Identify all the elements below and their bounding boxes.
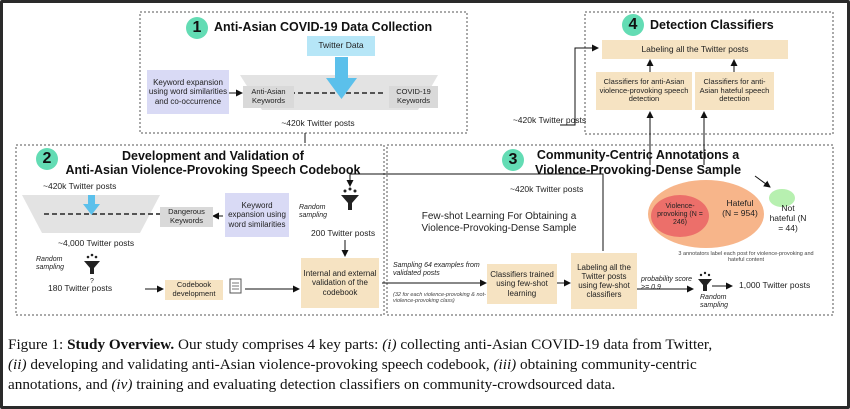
- caption-text-a: Our study comprises 4 key parts:: [174, 336, 383, 353]
- violence-classifier-box: Classifiers for anti-Asian violence-prov…: [596, 72, 692, 110]
- keyword-expansion-box-1: Keyword expansion using word similaritie…: [147, 70, 229, 114]
- sampling-64-label: Sampling 64 examples from validated post…: [393, 262, 480, 278]
- codebook-validation-box: Internal and external validation of the …: [301, 258, 379, 308]
- covid-keywords-box: COVID-19 Keywords: [389, 86, 438, 108]
- violence-circle: [651, 195, 709, 237]
- document-icon: [229, 278, 242, 294]
- panel3-posts-420k: ~420k Twitter posts: [510, 184, 584, 194]
- panel1-title: Anti-Asian COVID-19 Data Collection: [214, 20, 433, 34]
- panel3-posts-1000: 1,000 Twitter posts: [739, 280, 811, 290]
- violence-provoking-label: Violence-provoking (N = 246): [657, 203, 703, 227]
- panel2-number-badge: 2: [36, 148, 58, 170]
- hateful-label: Hateful (N = 954): [722, 198, 758, 218]
- panel4-title: Detection Classifiers: [650, 18, 774, 32]
- blue-arrow-shaft-1: [335, 57, 348, 79]
- caption-i1: (i): [382, 336, 397, 353]
- labeling-all-posts-box: Labeling all the Twitter posts using few…: [571, 253, 637, 309]
- annotators-note: 3 annotators label each post for violenc…: [678, 251, 814, 264]
- panel3-random-sampling: Random sampling: [700, 294, 729, 310]
- not-hateful-label: Not hateful (N = 44): [769, 203, 807, 233]
- caption-text-d: obtaining community-centric: [516, 356, 697, 373]
- panel1-number-badge: 1: [186, 17, 208, 39]
- panel4-number-badge: 4: [622, 14, 644, 36]
- not-hateful-circle: [769, 189, 795, 207]
- caption-i4: (iv): [111, 376, 133, 393]
- figure-caption: Figure 1: Study Overview. Our study comp…: [8, 335, 846, 395]
- panel1-posts-count: ~420k Twitter posts: [281, 118, 355, 128]
- codebook-development-box: Codebook development: [165, 280, 223, 300]
- panel2-posts-200: 200 Twitter posts: [311, 228, 376, 238]
- panel4-border: [584, 11, 834, 135]
- sampling-note: (32 for each violence-provoking & not-vi…: [393, 292, 486, 305]
- panel3-title-line2: Violence-Provoking-Dense Sample: [534, 163, 742, 177]
- panel2-question-mark: ?: [90, 278, 94, 285]
- caption-i2: (ii): [8, 356, 27, 373]
- caption-bold: Study Overview.: [67, 336, 175, 353]
- panel2-posts-420k: ~420k Twitter posts: [43, 181, 117, 191]
- hateful-classifier-box: Classifiers for anti-Asian hateful speec…: [695, 72, 774, 110]
- caption-text-f: training and evaluating detection classi…: [132, 376, 616, 393]
- panel4-posts-420k: ~420k Twitter posts: [512, 115, 587, 125]
- panel2-posts-180: 180 Twitter posts: [48, 283, 113, 293]
- caption-label: Figure 1:: [8, 336, 64, 353]
- keyword-expansion-box-2: Keyword expansion using word similaritie…: [225, 193, 289, 237]
- panel2-random-sampling-2: Random sampling: [36, 256, 65, 272]
- caption-text-e: annotations, and: [8, 376, 112, 393]
- few-shot-classifiers-box: Classifiers trained using few-shot learn…: [487, 264, 557, 304]
- twitter-data-box: Twitter Data: [307, 36, 375, 56]
- panel2-posts-4000: ~4,000 Twitter posts: [58, 238, 135, 248]
- probability-label: probability score >= 0.9: [641, 276, 692, 292]
- labeling-all-twitter-box: Labeling all the Twitter posts: [602, 40, 788, 59]
- blue-arrow-head-1: [326, 78, 357, 99]
- panel2-random-sampling-1: Random sampling: [299, 204, 328, 220]
- dangerous-keywords-box: Dangerous Keywords: [160, 207, 213, 227]
- panel3-number-badge: 3: [502, 149, 524, 171]
- caption-text-b: collecting anti-Asian COVID-19 data from…: [396, 336, 713, 353]
- filter-icon-2: [84, 253, 100, 274]
- filter-icon-3: [698, 271, 712, 291]
- anti-asian-keywords-box: Anti-Asian Keywords: [243, 86, 294, 108]
- caption-i3: (iii): [493, 356, 517, 373]
- panel3-title-line1: Community-Centric Annotations a: [536, 148, 740, 162]
- filter-icon-1: [341, 187, 359, 210]
- caption-text-c: developing and validating anti-Asian vio…: [26, 356, 494, 373]
- panel2-title-line1: Development and Validation of: [122, 149, 304, 163]
- few-shot-title: Few-shot Learning For Obtaining a Violen…: [421, 211, 577, 234]
- panel2-title-line2: Anti-Asian Violence-Provoking Speech Cod…: [65, 163, 361, 177]
- panel2-border: [15, 144, 385, 316]
